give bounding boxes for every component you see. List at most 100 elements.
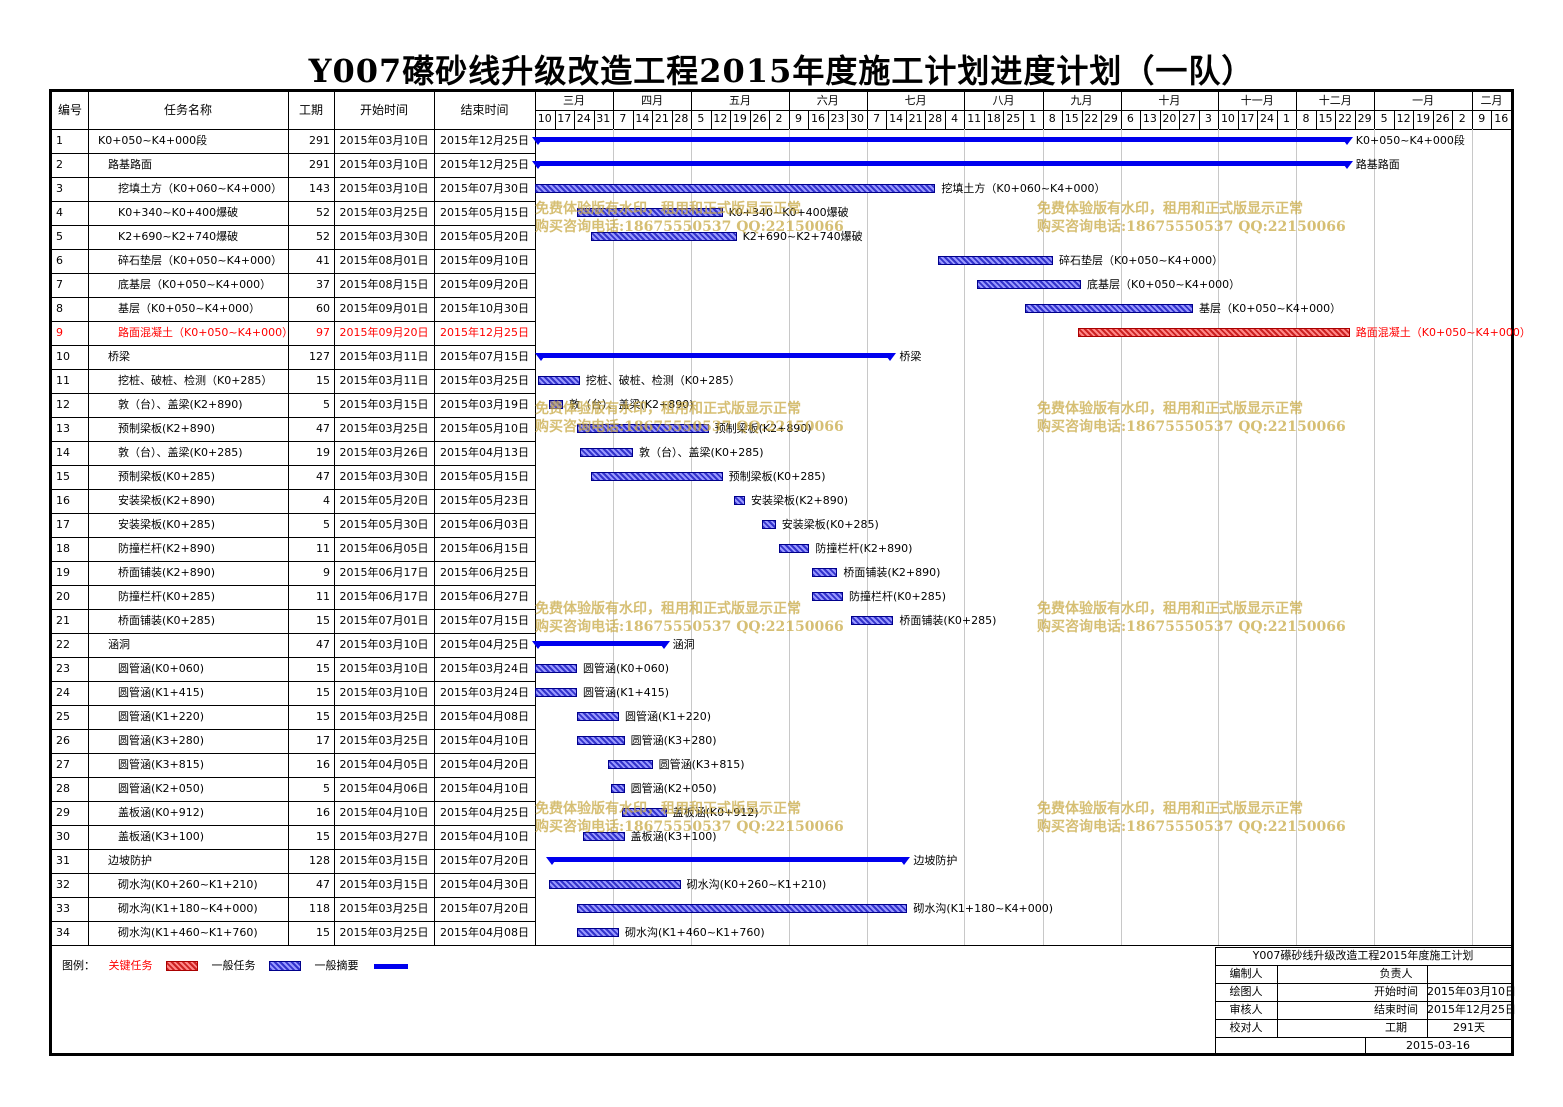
task-duration: 15 [316, 686, 330, 699]
info-date: 2015-03-16 [1406, 1039, 1470, 1052]
task-end: 2015年07月20日 [440, 902, 529, 915]
day-divider [827, 110, 829, 129]
task-name: K0+340~K0+400爆破 [118, 206, 239, 219]
row-line [52, 561, 535, 562]
task-start: 2015年03月27日 [339, 830, 429, 843]
task-end: 2015年05月15日 [440, 470, 529, 483]
day-divider [886, 110, 888, 129]
task-id: 21 [56, 614, 70, 627]
bar-label: 砌水沟(K1+460~K1+760) [625, 926, 765, 939]
task-end: 2015年07月15日 [440, 614, 529, 627]
timescale-day: 19 [1416, 112, 1431, 125]
task-start: 2015年08月15日 [339, 278, 429, 291]
task-end: 2015年10月30日 [440, 302, 529, 315]
task-id: 25 [56, 710, 70, 723]
timescale-day: 28 [674, 112, 689, 125]
task-duration: 4 [323, 494, 330, 507]
timescale-day: 28 [928, 112, 943, 125]
task-duration: 47 [316, 638, 330, 651]
task-duration: 15 [316, 374, 330, 387]
task-id: 23 [56, 662, 70, 675]
task-duration: 11 [316, 542, 330, 555]
info-col-line [1511, 1019, 1512, 1037]
bar-label: 路基路面 [1355, 158, 1400, 171]
task-duration: 97 [316, 326, 330, 339]
month-divider [535, 92, 536, 110]
row-line [52, 801, 535, 802]
bar-label: 挖桩、破桩、检测（K0+285） [585, 374, 741, 387]
watermark-line2: 购买咨询电话:18675550537 QQ:22150066 [535, 219, 844, 235]
row-line [52, 321, 535, 322]
task-duration: 291 [309, 134, 330, 147]
day-divider [1315, 110, 1317, 129]
task-end: 2015年06月27日 [440, 590, 529, 603]
task-name: 桥梁 [108, 350, 130, 363]
timescale-day: 5 [697, 112, 705, 125]
task-name: 安装梁板(K0+285) [118, 518, 216, 531]
task-end: 2015年05月23日 [440, 494, 529, 507]
info-col-line [1277, 965, 1278, 983]
day-divider [1452, 110, 1454, 129]
day-divider [1471, 110, 1473, 129]
task-start: 2015年03月26日 [339, 446, 429, 459]
task-id: 9 [56, 326, 63, 339]
day-divider [769, 110, 771, 129]
day-divider [1432, 110, 1434, 129]
task-duration: 15 [316, 710, 330, 723]
timescale-day: 12 [1396, 112, 1411, 125]
timescale-day: 17 [557, 112, 572, 125]
info-cell-start_value: 2015年03月10日 [1427, 985, 1516, 998]
summary-bar [532, 641, 670, 649]
task-duration: 5 [323, 398, 330, 411]
bar-label: K2+690~K2+740爆破 [742, 230, 863, 243]
task-bar [577, 712, 619, 721]
summary-bar [532, 137, 1353, 145]
timescale-day: 25 [1006, 112, 1021, 125]
page-title: Y007礤砂线升级改造工程2015年度施工计划进度计划（一队） [308, 52, 1255, 90]
row-line [52, 825, 535, 826]
month-divider [613, 92, 615, 110]
timescale-day: 2 [775, 112, 783, 125]
watermark-line1: 免费体验版有水印，租用和正式版显示正常 [535, 201, 801, 217]
task-id: 13 [56, 422, 70, 435]
day-divider [964, 110, 966, 129]
timescale-day: 7 [873, 112, 881, 125]
task-bar [577, 904, 908, 913]
task-id: 8 [56, 302, 63, 315]
timescale-day: 17 [1240, 112, 1255, 125]
task-bar [579, 448, 633, 457]
bar-label: 基层（K0+050~K4+000） [1199, 302, 1342, 315]
task-bar [549, 880, 681, 889]
row-line [52, 441, 535, 442]
row-line [52, 609, 535, 610]
day-divider [1393, 110, 1395, 129]
month-divider [1042, 92, 1044, 110]
task-id: 32 [56, 878, 70, 891]
day-divider [1237, 110, 1239, 129]
task-id: 3 [56, 182, 63, 195]
task-end: 2015年04月13日 [440, 446, 529, 459]
watermark-line2: 购买咨询电话:18675550537 QQ:22150066 [535, 819, 844, 835]
day-divider [788, 110, 790, 129]
timescale-day: 2 [1458, 112, 1466, 125]
task-duration: 47 [316, 878, 330, 891]
bar-label: 敦（台）、盖梁(K0+285) [639, 446, 764, 459]
timescale-day: 7 [619, 112, 627, 125]
day-divider [1003, 110, 1005, 129]
task-name: K0+050~K4+000段 [98, 134, 208, 147]
info-row-line [1215, 965, 1511, 966]
task-start: 2015年03月10日 [339, 638, 429, 651]
info-col-line [1511, 1001, 1512, 1019]
task-bar [610, 784, 625, 793]
task-end: 2015年04月30日 [440, 878, 529, 891]
watermark-line1: 免费体验版有水印，租用和正式版显示正常 [1037, 201, 1303, 217]
timescale-day: 30 [850, 112, 865, 125]
row-line [52, 177, 535, 178]
task-end: 2015年12月25日 [440, 326, 529, 339]
timescale-month: 四月 [641, 94, 664, 107]
day-divider [1140, 110, 1142, 129]
watermark-line2: 购买咨询电话:18675550537 QQ:22150066 [535, 419, 844, 435]
info-cell-end_value: 2015年12月25日 [1427, 1003, 1516, 1016]
bar-label: K0+340~K0+400爆破 [728, 206, 849, 219]
row-line [52, 657, 535, 658]
